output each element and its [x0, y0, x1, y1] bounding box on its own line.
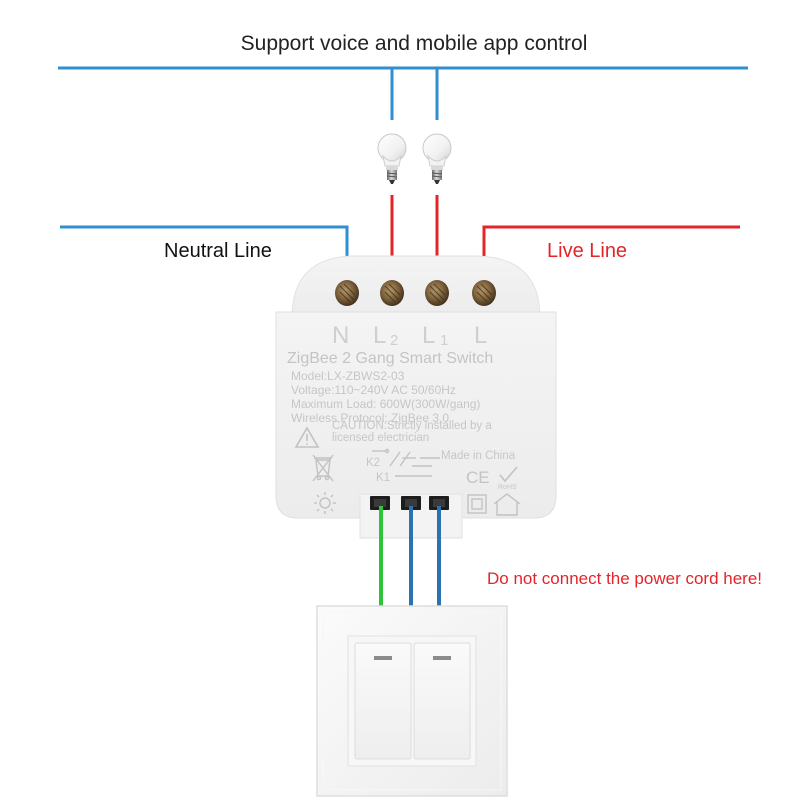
terminal-n-label: N: [332, 322, 349, 349]
page-title: Support voice and mobile app control: [241, 32, 588, 55]
live-line-label: Live Line: [547, 240, 627, 262]
terminal-l2-subscript: 2: [390, 332, 398, 349]
caution-text-line2: licensed electrician: [332, 432, 429, 444]
terminal-l-screw: [472, 280, 496, 306]
bottom-terminal-k2: [370, 496, 390, 510]
warning-triangle-icon: [294, 426, 320, 448]
ce-mark: CE: [466, 468, 490, 487]
caution-text-line1: CAUTION:Strictly installed by a: [332, 420, 492, 432]
model-text: Model:LX-ZBWS2-03: [291, 369, 405, 383]
bottom-terminal-com: [401, 496, 421, 510]
warning-text: Do not connect the power cord here!: [487, 569, 762, 588]
terminal-l2-label: L: [373, 322, 386, 349]
light-bulb-icon: [377, 133, 407, 184]
switch-contact-icon: [372, 448, 440, 477]
product-name: ZigBee 2 Gang Smart Switch: [287, 350, 493, 367]
terminal-l1-subscript: 1: [440, 332, 448, 349]
rocker-left: [354, 642, 412, 760]
rocker-right: [413, 642, 471, 760]
made-in-text: Made in China: [441, 450, 516, 462]
wall-switch: [316, 605, 508, 797]
max-load-text: Maximum Load: 600W(300W/gang): [291, 397, 480, 411]
bottom-terminal-k1: [429, 496, 449, 510]
light-bulb-icon: [422, 133, 452, 184]
terminal-l1-label: L: [422, 322, 435, 349]
voltage-text: Voltage:110~240V AC 50/60Hz: [291, 383, 456, 397]
house-icon: [493, 493, 521, 516]
k2-label: K2: [366, 457, 380, 469]
sun-icon: [314, 492, 336, 514]
neutral-line-label: Neutral Line: [164, 240, 272, 262]
terminal-l-label: L: [474, 322, 487, 349]
terminal-l1-screw: [425, 280, 449, 306]
terminal-n-screw: [335, 280, 359, 306]
terminal-l2-screw: [380, 280, 404, 306]
protocol-text: Wireless Protocol: ZigBee 3.0: [291, 411, 449, 425]
double-square-icon: [467, 494, 487, 514]
crossed-bin-icon: [312, 454, 334, 482]
rohs-mark: RoHS: [498, 484, 517, 491]
rohs-check-icon: [499, 466, 518, 483]
k1-label: K1: [376, 472, 390, 484]
